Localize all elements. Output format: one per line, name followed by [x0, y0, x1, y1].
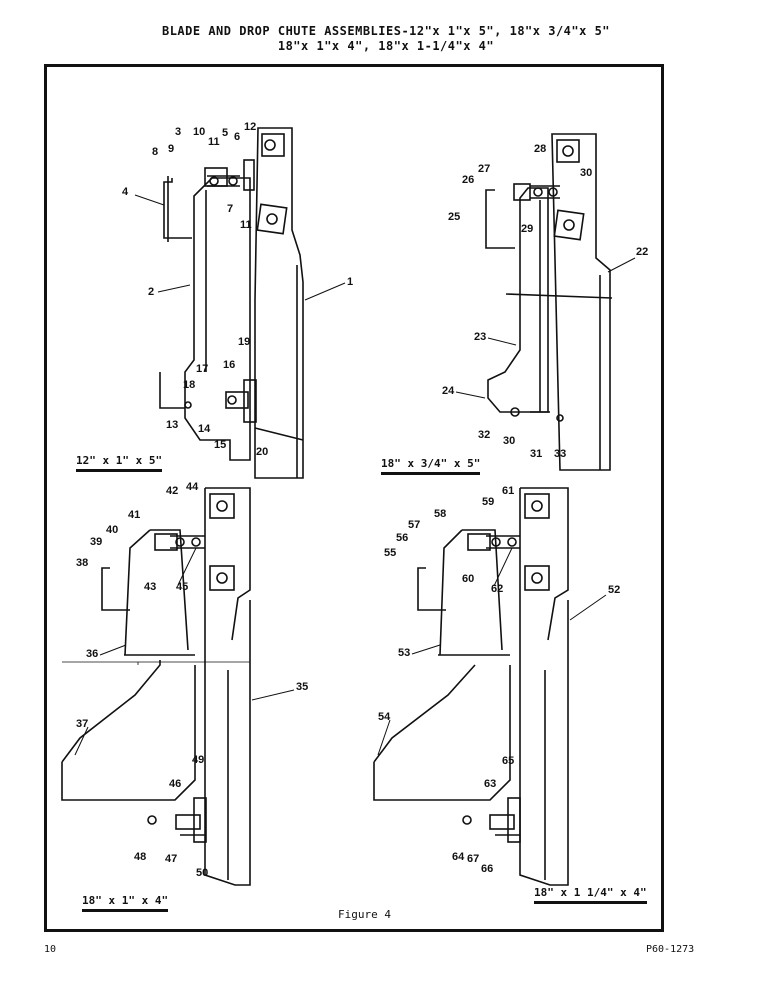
callout: 30 — [503, 435, 515, 447]
callout: 8 — [152, 146, 158, 158]
callout: 64 — [452, 851, 465, 863]
callout: 40 — [106, 524, 118, 536]
callout: 54 — [378, 711, 391, 723]
callout: 48 — [134, 851, 146, 863]
callout: 43 — [144, 581, 156, 593]
callout: 26 — [462, 174, 474, 186]
callout: 16 — [223, 359, 235, 371]
callout: 57 — [408, 519, 420, 531]
callout: 19 — [238, 336, 250, 348]
callout: 12 — [244, 121, 256, 133]
callout: 66 — [481, 863, 493, 875]
callout: 17 — [196, 363, 208, 375]
callout: 25 — [448, 211, 460, 223]
callout: 2 — [148, 286, 154, 298]
callout: 5 — [222, 127, 228, 139]
callout: 63 — [484, 778, 496, 790]
callout: 53 — [398, 647, 410, 659]
page-title-line-2: 18"x 1"x 4", 18"x 1-1/4"x 4" — [277, 39, 495, 53]
assembly-12x1x5 — [159, 127, 304, 479]
callout: 11 — [208, 136, 220, 148]
callout: 37 — [76, 718, 88, 730]
callout: 42 — [166, 485, 178, 497]
callout: 29 — [521, 223, 533, 235]
callout: 6 — [234, 131, 240, 143]
callout: 45 — [176, 581, 188, 593]
callout: 41 — [128, 509, 140, 521]
callout: 38 — [76, 557, 88, 569]
callout: 62 — [491, 583, 503, 595]
figure-label: Figure 4 — [338, 908, 391, 921]
callout: 47 — [165, 853, 177, 865]
callout: 27 — [478, 163, 490, 175]
callout: 23 — [474, 331, 486, 343]
callout: 58 — [434, 508, 446, 520]
caption-12x1x5: 12" x 1" x 5" — [76, 454, 163, 472]
callout: 4 — [122, 186, 129, 198]
callout: 14 — [198, 423, 211, 435]
callout: 22 — [636, 246, 648, 258]
callout: 67 — [467, 853, 479, 865]
callout: 35 — [296, 681, 308, 693]
callout: 60 — [462, 573, 474, 585]
callout: 39 — [90, 536, 102, 548]
assembly-18x3-4x5 — [485, 133, 613, 471]
caption-18x3-4x5: 18" x 3/4" x 5" — [381, 457, 481, 475]
callout: 50 — [196, 867, 208, 879]
page-title-line-1: BLADE AND DROP CHUTE ASSEMBLIES-12"x 1"x… — [161, 24, 611, 38]
caption-18x1-1-4x4: 18" x 1 1/4" x 4" — [534, 886, 647, 904]
assembly-18x1-1-4x4 — [373, 487, 569, 886]
callout: 3 — [175, 126, 181, 138]
callout: 10 — [193, 126, 205, 138]
callout: 11 — [240, 219, 252, 231]
callout: 9 — [168, 143, 174, 155]
callout: 13 — [166, 419, 178, 431]
callout: 55 — [384, 547, 396, 559]
callout: 36 — [86, 648, 98, 660]
leader-lines — [74, 194, 636, 756]
callout: 15 — [214, 439, 226, 451]
callout: 33 — [554, 448, 566, 460]
callout: 28 — [534, 143, 546, 155]
callout-labels: 1 2 3 4 5 6 7 8 9 10 11 11 12 13 14 15 1… — [76, 121, 648, 879]
callout: 32 — [478, 429, 490, 441]
assembly-18x1x4 — [61, 487, 251, 886]
caption-18x1x4: 18" x 1" x 4" — [82, 894, 169, 912]
callout: 65 — [502, 755, 514, 767]
callout: 46 — [169, 778, 181, 790]
callout: 52 — [608, 584, 620, 596]
callout: 7 — [227, 203, 233, 215]
callout: 1 — [347, 276, 353, 288]
callout: 59 — [482, 496, 494, 508]
callout: 18 — [183, 379, 195, 391]
callout: 30 — [580, 167, 592, 179]
callout: 31 — [530, 448, 542, 460]
page-number: 10 — [44, 944, 57, 955]
callout: 24 — [442, 385, 455, 397]
callout: 56 — [396, 532, 408, 544]
callout: 44 — [186, 481, 199, 493]
figure-frame — [44, 64, 664, 932]
document-code: P60-1273 — [646, 944, 695, 955]
callout: 49 — [192, 754, 204, 766]
callout: 20 — [256, 446, 268, 458]
callout: 61 — [502, 485, 514, 497]
